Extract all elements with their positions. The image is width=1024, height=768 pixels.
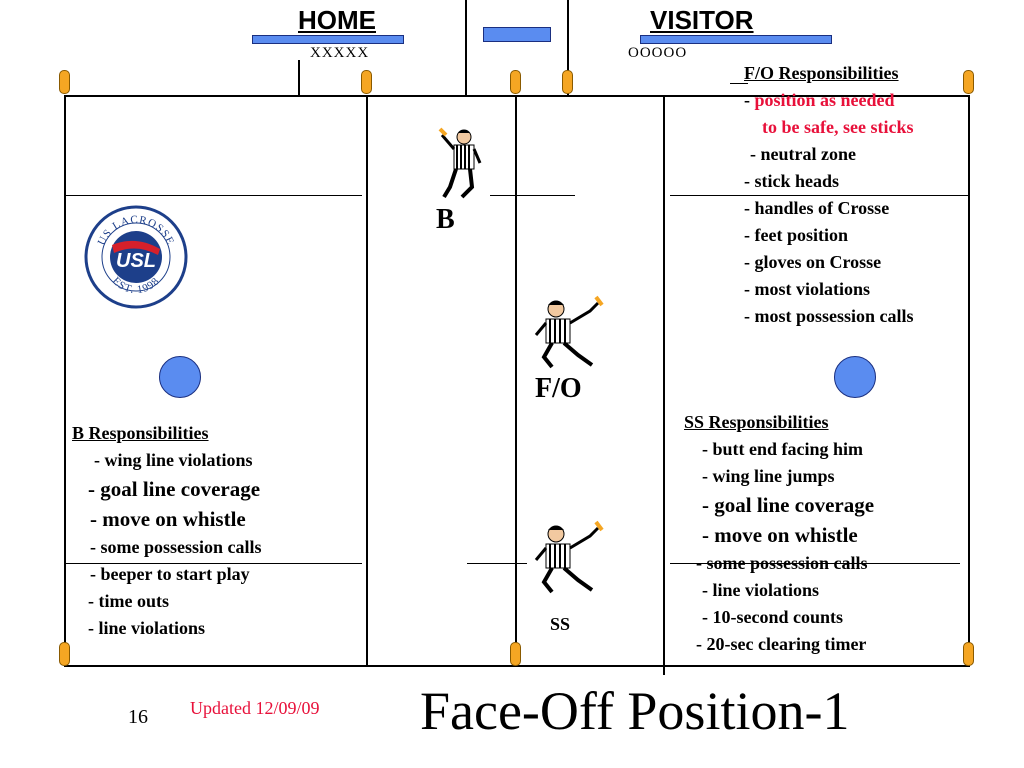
wing-area-top-left bbox=[64, 195, 362, 196]
ss-resp-item: - some possession calls bbox=[696, 553, 868, 573]
bench-line-home bbox=[298, 60, 300, 95]
fo-resp-item: - gloves on Crosse bbox=[744, 252, 882, 272]
visitor-label: VISITOR bbox=[650, 5, 754, 35]
sideline-top bbox=[64, 95, 970, 97]
wing-mark-bottom-center bbox=[467, 563, 527, 564]
home-bench-bar bbox=[252, 35, 404, 44]
ss-responsibilities: SS Responsibilities - butt end facing hi… bbox=[684, 409, 874, 658]
endline-right bbox=[968, 95, 970, 667]
post-top-1 bbox=[59, 70, 70, 94]
fo-resp-item: - stick heads bbox=[744, 171, 840, 191]
midfield-line bbox=[663, 95, 665, 675]
wing-area-top-right bbox=[670, 195, 968, 196]
b-resp-item: - move on whistle bbox=[90, 507, 246, 531]
fo-responsibilities: F/O Responsibilities - position as neede… bbox=[744, 60, 914, 330]
ss-resp-item: - butt end facing him bbox=[702, 439, 864, 459]
slide-title: Face-Off Position-1 bbox=[420, 681, 850, 741]
table-area-bar bbox=[483, 27, 551, 42]
page-number: 16 bbox=[128, 706, 148, 728]
home-marks: XXXXX bbox=[310, 45, 370, 61]
ss-resp-item: - 20-sec clearing timer bbox=[696, 634, 867, 654]
b-resp-item: - beeper to start play bbox=[90, 564, 250, 584]
post-top-5 bbox=[963, 70, 974, 94]
b-responsibilities: B Responsibilities - wing line violation… bbox=[72, 420, 262, 642]
logo-bottom-text: EST. 1998 bbox=[110, 275, 161, 296]
fo-resp-item: - neutral zone bbox=[750, 144, 856, 164]
sideline-bottom bbox=[64, 665, 970, 667]
fo-resp-title: F/O Responsibilities bbox=[744, 63, 899, 83]
logo-center-text: USL bbox=[116, 250, 156, 272]
table-line-left bbox=[465, 0, 467, 95]
b-resp-item: - some possession calls bbox=[90, 537, 262, 557]
post-bottom-1 bbox=[59, 642, 70, 666]
fo-resp-line2: to be safe, see sticks bbox=[762, 117, 914, 137]
wing-area-bottom-right bbox=[670, 563, 960, 564]
referee-b-figure bbox=[438, 127, 482, 199]
position-ss-label: SS bbox=[550, 614, 571, 634]
position-fo-label: F/O bbox=[535, 373, 582, 404]
visitor-marks: OOOOO bbox=[628, 45, 688, 61]
goal-crease-right bbox=[834, 356, 876, 398]
restraining-line-left bbox=[366, 95, 368, 667]
ss-resp-item: - move on whistle bbox=[702, 523, 858, 547]
post-top-4 bbox=[562, 70, 573, 94]
fo-resp-item: - handles of Crosse bbox=[744, 198, 890, 218]
visitor-bench-bar bbox=[640, 35, 832, 44]
svg-text:EST. 1998: EST. 1998 bbox=[110, 275, 162, 296]
table-line-right bbox=[567, 0, 569, 95]
ss-resp-item: - wing line jumps bbox=[702, 466, 835, 486]
b-resp-item: - wing line violations bbox=[94, 450, 253, 470]
fo-resp-line1: - position as needed bbox=[744, 90, 895, 110]
post-bottom-3 bbox=[963, 642, 974, 666]
goal-crease-left bbox=[159, 356, 201, 398]
b-resp-title: B Responsibilities bbox=[72, 423, 209, 443]
referee-ss-figure bbox=[534, 520, 604, 594]
ss-resp-item: - line violations bbox=[702, 580, 820, 600]
ss-resp-item: - goal line coverage bbox=[702, 493, 875, 517]
home-label: HOME bbox=[298, 5, 376, 35]
referee-fo-figure bbox=[534, 295, 604, 369]
wing-mark-top-center bbox=[490, 195, 575, 196]
fo-resp-item: - most violations bbox=[744, 279, 870, 299]
wing-area-bottom-left bbox=[64, 563, 362, 564]
position-b-label: B bbox=[436, 204, 455, 235]
post-bottom-2 bbox=[510, 642, 521, 666]
bench-underline-right bbox=[730, 83, 748, 84]
post-top-2 bbox=[361, 70, 372, 94]
b-resp-item: - goal line coverage bbox=[88, 477, 261, 501]
ss-resp-item: - 10-second counts bbox=[702, 607, 844, 627]
post-top-3 bbox=[510, 70, 521, 94]
endline-left bbox=[64, 95, 66, 667]
fo-resp-item: - feet position bbox=[744, 225, 848, 245]
b-resp-item: - line violations bbox=[88, 618, 206, 638]
wing-line-center bbox=[515, 95, 517, 667]
updated-date: Updated 12/09/09 bbox=[190, 698, 320, 718]
b-resp-item: - time outs bbox=[88, 591, 169, 611]
ss-resp-title: SS Responsibilities bbox=[684, 412, 829, 432]
us-lacrosse-logo: US LACROSSE EST. 1998 USL bbox=[84, 205, 188, 309]
fo-resp-item: - most possession calls bbox=[744, 306, 914, 326]
